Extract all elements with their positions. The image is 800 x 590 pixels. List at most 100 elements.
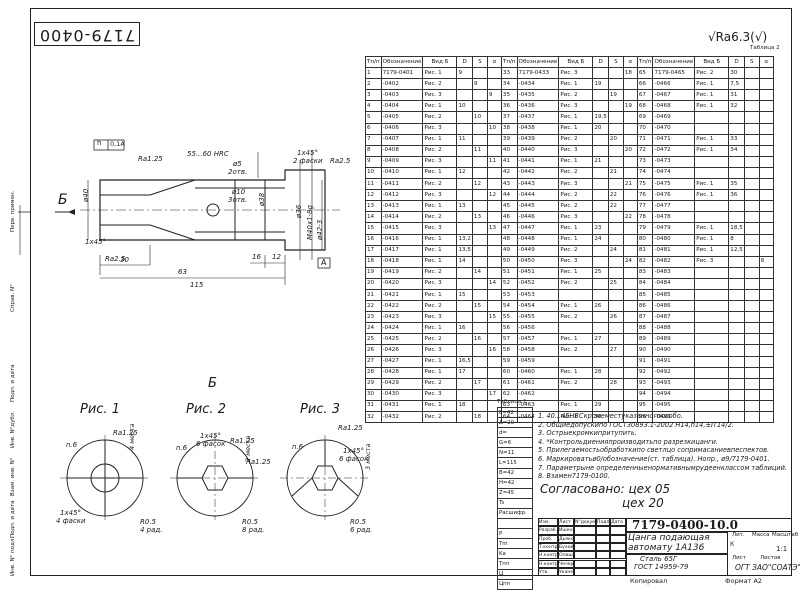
table-cell: 44 [500,189,518,202]
table-cell [456,189,473,202]
table-cell [456,155,473,168]
org-name: ОГТ ЗАО"СОАТЭ" [735,563,800,572]
table-cell: -0487 [652,311,696,324]
table-cell [456,377,473,390]
sheets-label: Листов [760,555,781,561]
table-cell [758,333,774,346]
table-cell: 22 [607,189,624,202]
table-cell [471,255,488,268]
table-cell: -0406 [380,122,424,135]
spec-header-cell: D [456,55,473,69]
table-cell: -0461 [516,377,560,390]
table-cell [728,288,745,302]
spec-header-cell: α [486,55,502,69]
figure-1-chamfer-count: 4 фаски [56,517,86,525]
table-cell [592,322,609,335]
table-cell: -0492 [652,366,696,379]
table-cell: -0467 [652,89,696,102]
table-cell [622,399,638,413]
table-cell: 7 [365,133,382,146]
small-table-cell: Z=45 [497,487,533,499]
table-cell: 68 [636,100,654,113]
table-cell: 10 [365,166,382,180]
table-cell: Рис. 2 [422,333,458,346]
spec-header-cell: α [758,55,774,69]
table-cell: 14 [365,211,382,224]
table-cell [456,410,473,424]
table-cell: 10 [471,111,488,124]
title-block-cell: Дьяков [558,534,574,543]
table-cell: 9 [365,155,382,168]
figure-2-radius-count: 8 рад. [242,526,265,534]
table-cell [694,166,730,180]
table-cell [728,155,745,168]
figure-3-chamfer-count: 6 фасок [339,455,369,463]
table-cell: 8 [728,233,745,246]
table-cell [622,366,638,379]
table-cell: 22 [622,211,638,224]
roughness-check-icon: √ [708,30,716,44]
table-cell: 84 [636,277,654,290]
table-cell: 13 [486,222,502,235]
table-cell [486,355,502,368]
roughness-rest: (√) [750,30,768,44]
table-cell: Рис. 1 [422,255,458,268]
spec-header-cell: S [743,55,760,69]
table-cell: 32 [728,100,745,113]
roughness-mark: √Ra6.3(√) [708,30,767,44]
small-table-row: Ц [497,568,533,580]
table-cell: 22 [365,300,382,313]
table-cell [592,189,609,202]
table-cell [592,311,609,324]
small-table-cell: B=42 [497,467,533,479]
table-cell: Рис. 1 [422,399,458,413]
table-cell: Рис. 2 [558,277,594,290]
ra-top: Ra1.25 [138,155,163,163]
table-cell: 16 [486,344,502,357]
table-cell: 24 [607,244,624,257]
table-cell [471,244,488,257]
figure-3-radius-count: 6 рад. [350,526,373,534]
table-cell [486,233,502,246]
small-table-cell: d= [497,427,533,439]
table-cell [486,322,502,335]
table-cell [592,344,609,357]
table-cell: 71 [636,133,654,146]
figure-1-n: n.6 [66,441,78,449]
table-cell: Рис. 3 [558,255,594,268]
table-cell: 14 [486,277,502,290]
table-cell: 26 [365,344,382,357]
title-block-cell [610,534,626,543]
table-cell [607,388,624,401]
table-cell: 6 [365,122,382,135]
holes-top-count: 2отв. [228,168,248,176]
table-cell [592,211,609,224]
small-table-cell [497,518,533,530]
table-cell [728,200,745,213]
table-cell [622,78,638,91]
small-table-cell: L=115 [497,457,533,469]
title-block-cell [574,534,596,543]
table-cell [694,311,730,324]
table-cell [456,344,473,357]
table-cell: 90 [636,344,654,357]
table-cell: 11 [365,178,382,191]
table-cell: 35 [500,89,518,102]
table-cell [456,277,473,290]
table-cell [743,189,760,202]
table-cell [728,211,745,224]
table-cell: 17 [486,388,502,401]
table-cell: 53 [500,288,518,302]
table-cell: -0431 [380,399,424,413]
table-cell: -0483 [652,266,696,279]
table-cell: 45 [500,200,518,213]
table-cell: 8 [365,144,382,157]
figure-2-chamfer-count: 6 фасок [196,440,226,448]
table-cell: -0418 [380,255,424,268]
note-line: 2. Общиедопускипо ГОСТ30893.1-2002 H14,h… [538,420,734,429]
table-cell: 31 [365,399,382,413]
table-cell: 94 [636,388,654,401]
